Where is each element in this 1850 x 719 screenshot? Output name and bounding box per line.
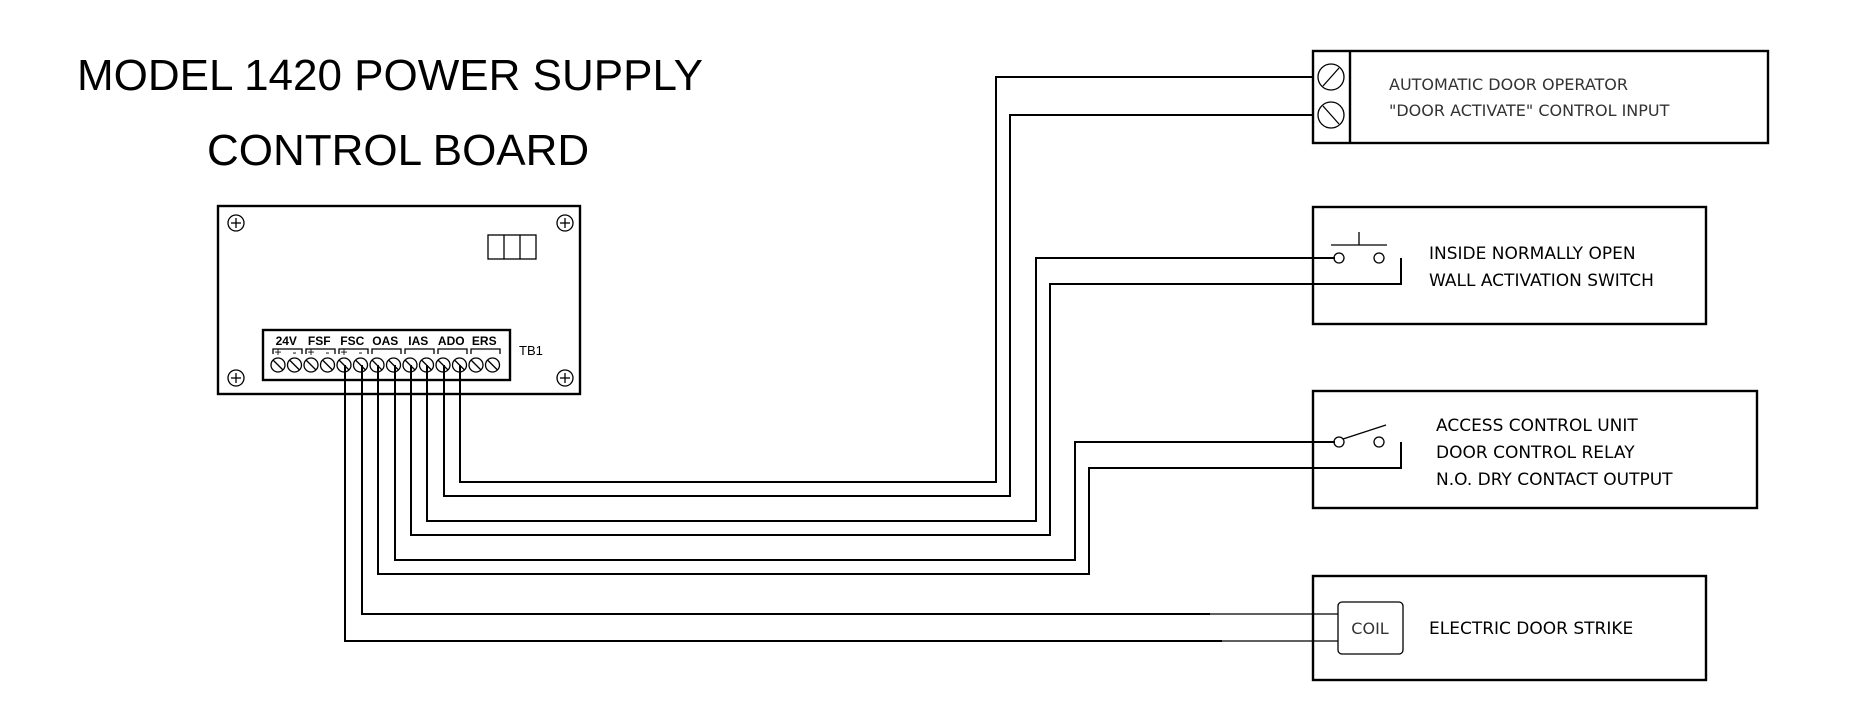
wire-ias-1 <box>426 257 1335 522</box>
terminal-screw-icon <box>468 357 484 373</box>
door-operator-line-1: AUTOMATIC DOOR OPERATOR <box>1389 75 1628 94</box>
terminal-group-bracket <box>437 348 468 354</box>
polarity-mark: + <box>307 345 314 359</box>
coil-icon <box>1337 601 1404 655</box>
terminal-group-label: FSC <box>340 334 364 348</box>
wire-oas-1 <box>394 365 1335 561</box>
terminal-group-label: OAS <box>372 334 398 348</box>
terminal-group-label: 24V <box>276 334 297 348</box>
terminal-screw-icon <box>352 357 369 373</box>
terminal-screw-icon <box>319 357 336 373</box>
door-operator-line-2: "DOOR ACTIVATE" CONTROL INPUT <box>1389 101 1670 120</box>
title-line-1: MODEL 1420 POWER SUPPLY <box>77 51 703 100</box>
device-wall-switch: INSIDE NORMALLY OPEN WALL ACTIVATION SWI… <box>1311 205 1708 326</box>
relay-contact-icon <box>1333 424 1387 448</box>
wall-switch-line-2: WALL ACTIVATION SWITCH <box>1429 271 1654 291</box>
wiring <box>344 76 1402 642</box>
wire-ado-1 <box>459 76 1313 483</box>
terminal-group-label: ERS <box>472 334 497 348</box>
terminal-screw-icon <box>385 357 402 373</box>
access-control-line-3: N.O. DRY CONTACT OUTPUT <box>1436 470 1673 490</box>
screw-terminal-icon <box>1317 101 1345 129</box>
mounting-hole-icon <box>556 369 574 387</box>
terminal-group-bracket <box>305 348 336 354</box>
terminal-group-bracket <box>470 348 501 354</box>
wire-ado-2 <box>443 114 1313 497</box>
mounting-hole-icon <box>556 214 574 232</box>
pushbutton-switch-icon <box>1331 232 1387 264</box>
terminal-group-label: ADO <box>438 334 465 348</box>
device-door-operator: AUTOMATIC DOOR OPERATOR "DOOR ACTIVATE" … <box>1311 49 1770 145</box>
terminal-screw-icon <box>286 357 303 373</box>
screw-terminal-icon <box>1317 63 1345 91</box>
wire-fsc-1 <box>361 365 1210 615</box>
terminal-group-bracket <box>371 348 402 354</box>
door-strike-label: ELECTRIC DOOR STRIKE <box>1429 619 1633 639</box>
door-strike-box <box>1311 574 1708 682</box>
polarity-mark: - <box>293 345 297 359</box>
connector-block-icon <box>487 234 537 260</box>
board-outline <box>216 204 582 396</box>
mounting-hole-icon <box>227 214 245 232</box>
terminal-screw-icon <box>484 357 501 373</box>
access-control-line-2: DOOR CONTROL RELAY <box>1436 443 1635 463</box>
terminal-group-bracket <box>272 348 303 354</box>
terminal-group-label: FSF <box>308 334 331 348</box>
terminal-group-bracket <box>404 348 435 354</box>
access-control-line-1: ACCESS CONTROL UNIT <box>1436 416 1638 436</box>
device-door-strike: COIL ELECTRIC DOOR STRIKE <box>1311 574 1708 682</box>
door-operator-box <box>1311 49 1770 145</box>
terminal-block-label: TB1 <box>519 343 543 358</box>
title-line-2: CONTROL BOARD <box>207 126 589 175</box>
polarity-mark: - <box>359 345 363 359</box>
wire-fsc-2 <box>344 365 1222 642</box>
terminal-group-bracket <box>338 348 369 354</box>
wall-switch-line-1: INSIDE NORMALLY OPEN <box>1429 244 1636 264</box>
device-access-control: ACCESS CONTROL UNIT DOOR CONTROL RELAY N… <box>1311 389 1759 510</box>
mounting-hole-icon <box>227 369 245 387</box>
terminal-screw-icon <box>303 357 319 373</box>
polarity-mark: + <box>274 345 281 359</box>
wire-ias-2 <box>410 258 1402 536</box>
access-control-box <box>1311 389 1759 510</box>
polarity-mark: + <box>340 345 347 359</box>
terminal-strip <box>261 328 512 382</box>
terminal-screw-icon <box>270 357 286 373</box>
wire-oas-2 <box>377 365 1402 575</box>
terminal-group-label: IAS <box>408 334 428 348</box>
coil-label: COIL <box>1351 619 1388 638</box>
polarity-mark: - <box>326 345 330 359</box>
wall-switch-box <box>1311 205 1708 326</box>
